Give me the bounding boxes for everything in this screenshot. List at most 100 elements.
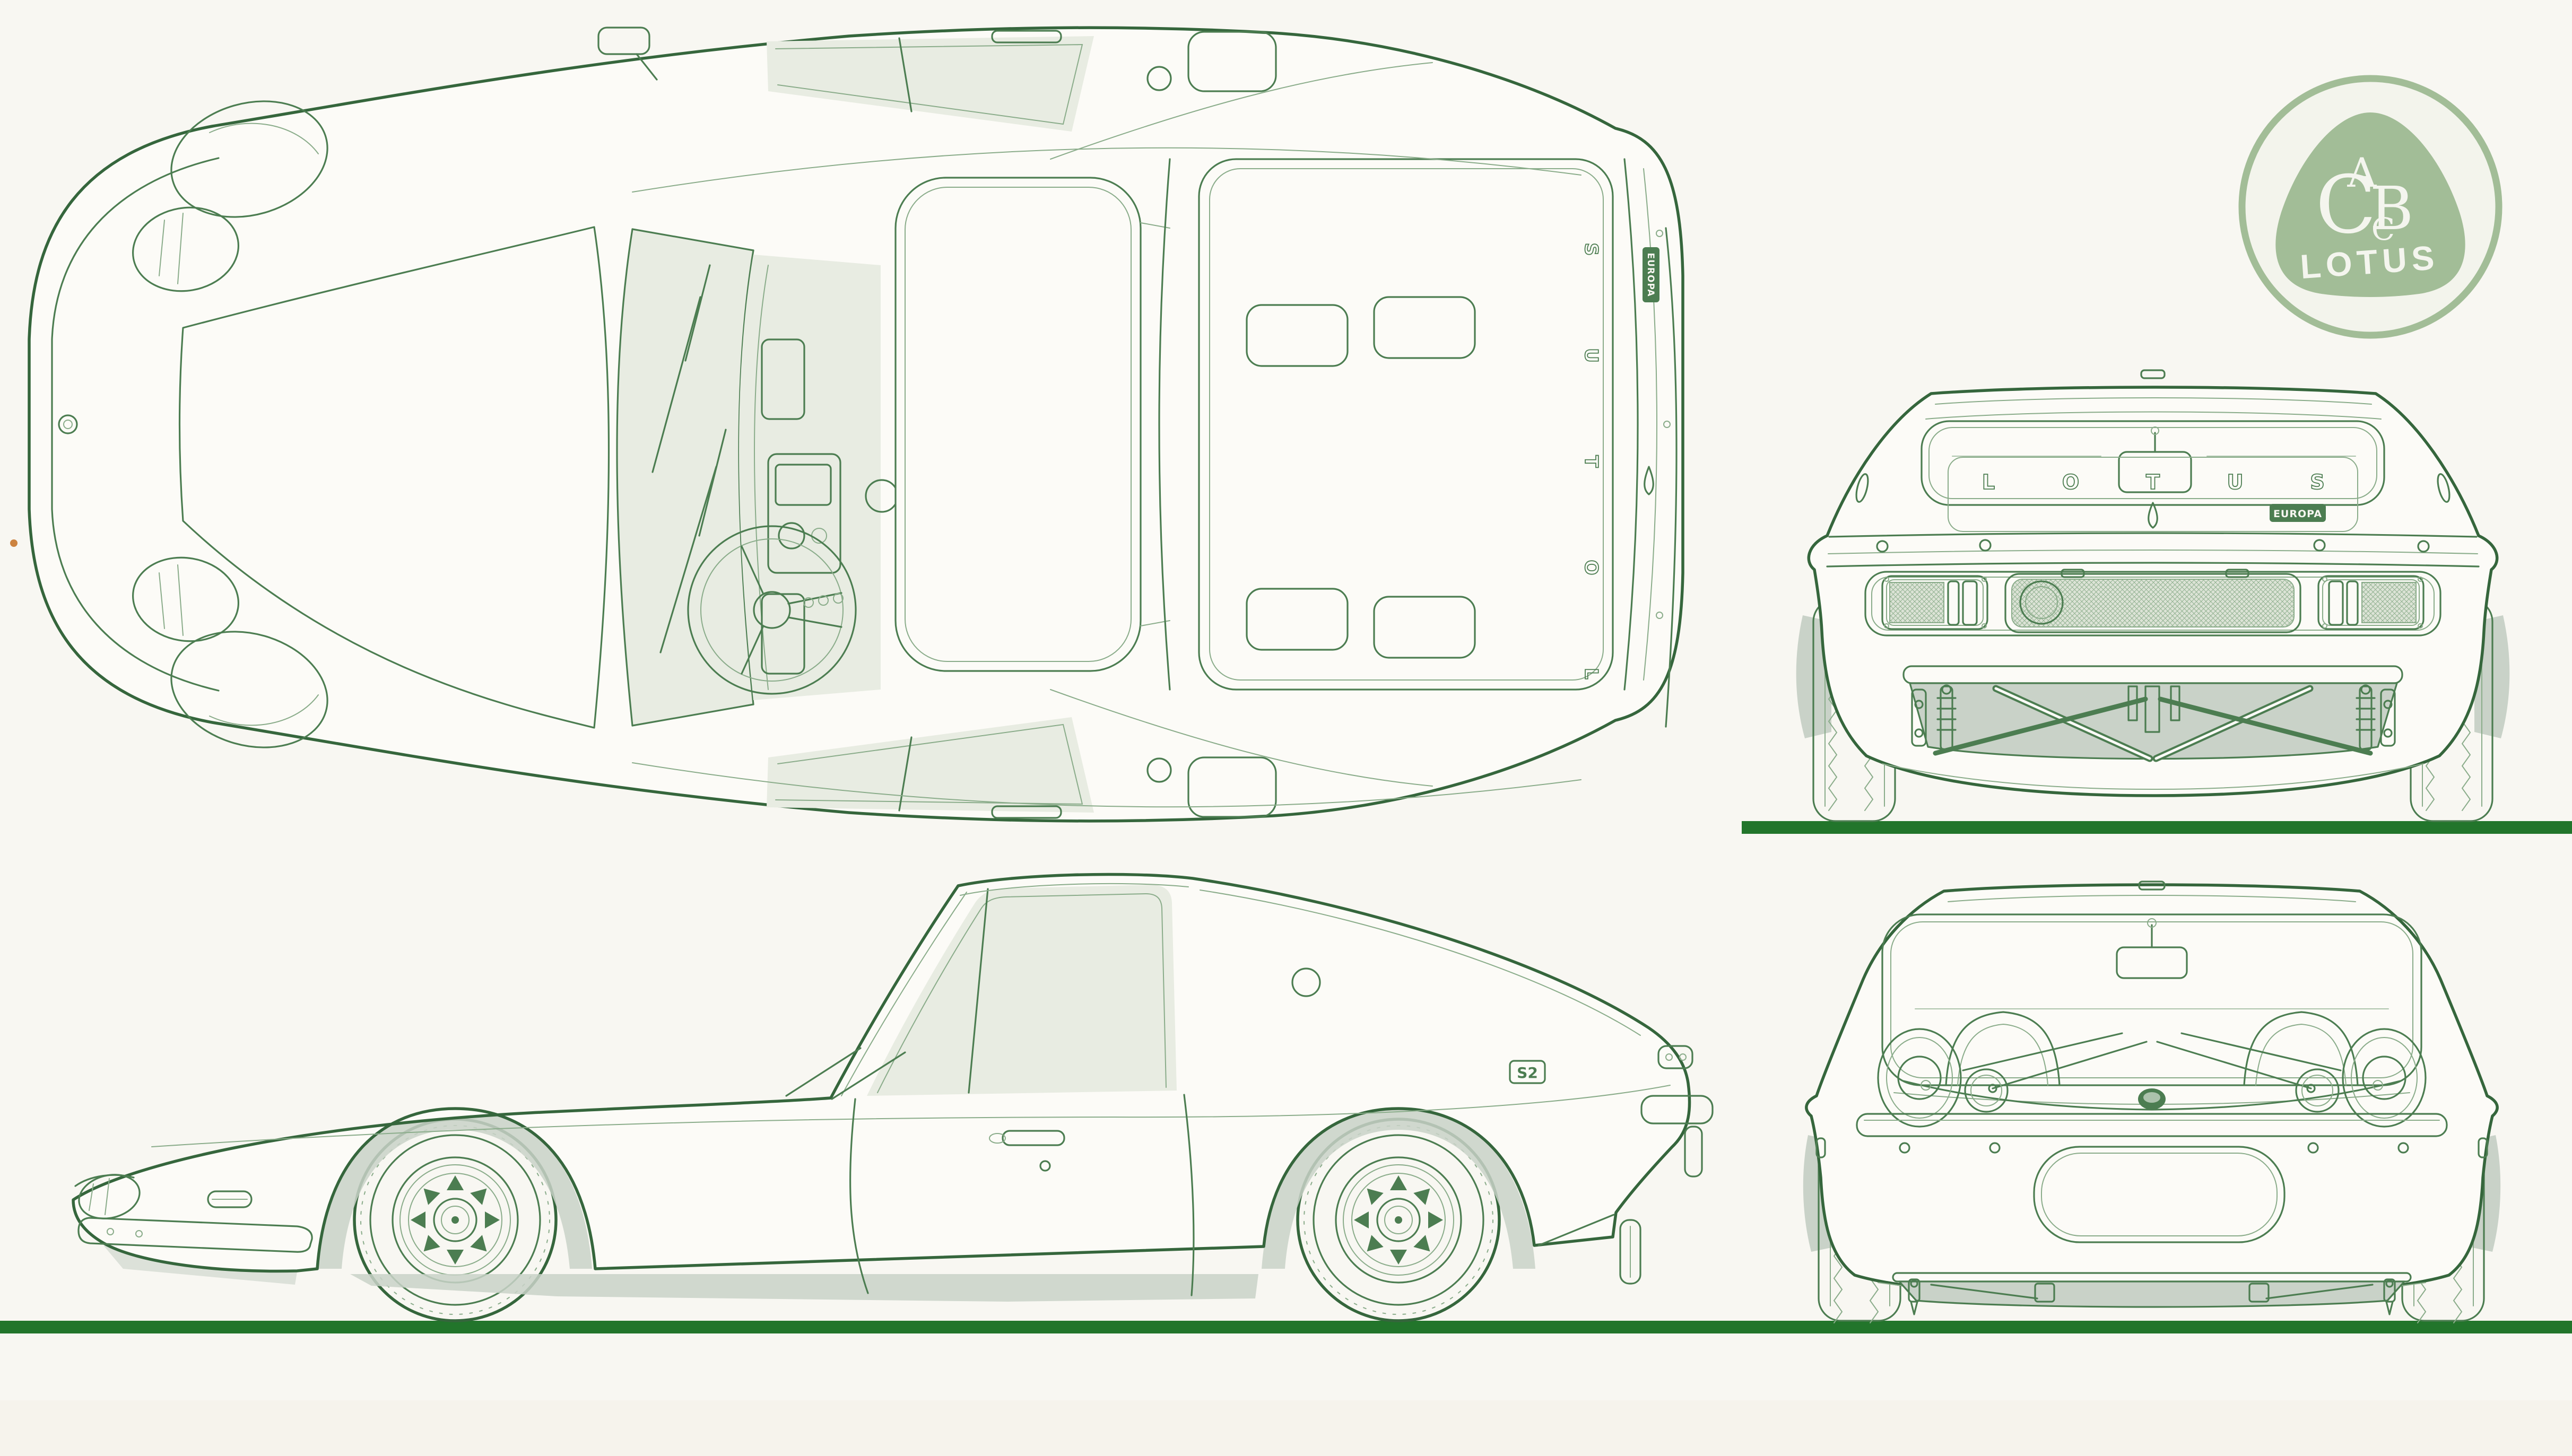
monogram-letter-b: B	[2370, 175, 2413, 243]
rear-right-pillar-slit	[2437, 473, 2451, 503]
top-lotus-letter-u: U	[1580, 348, 1602, 363]
ground-line-rear-view	[1742, 821, 2572, 834]
top-wipers	[651, 264, 727, 653]
rear-left-bracket	[1911, 688, 1927, 747]
side-s2-badge: S2	[1509, 1060, 1546, 1084]
top-console-knob	[778, 522, 805, 550]
top-door-handle-left	[991, 30, 1062, 43]
rear-teardrop-emblem	[2148, 502, 2158, 529]
top-roof-inner-line	[905, 187, 1132, 662]
monogram-letter-c2: C	[2371, 211, 2395, 247]
top-bulkhead-seam	[1158, 158, 1171, 691]
side-door-window	[867, 885, 1177, 1096]
monogram-letter-c1: C	[2316, 159, 2377, 251]
rear-roof-inner-line	[1935, 397, 2372, 405]
side-taillight	[1657, 1045, 1693, 1069]
roundel-triangle	[2275, 112, 2465, 297]
svg-text:EUROPA: EUROPA	[1645, 252, 1656, 297]
top-nose-badge-inner	[63, 420, 73, 429]
rear-suspension	[1902, 665, 2403, 762]
side-front-indicator	[207, 1190, 253, 1208]
lotus-roundel: C B A C LOTUS	[2238, 75, 2503, 339]
rear-europa-badge: EUROPA	[2270, 504, 2326, 522]
monogram-letter-a: A	[2347, 149, 2377, 196]
top-headlamp-scoops	[132, 100, 328, 748]
side-rear-arch-shade	[1262, 1109, 1535, 1269]
top-view: L O T U S EUROPA	[28, 26, 1684, 823]
front-right-headlamp	[2342, 1028, 2427, 1128]
rear-roof-blip	[2140, 369, 2166, 379]
front-wipers	[1962, 1032, 2342, 1093]
svg-text:U: U	[2227, 470, 2244, 494]
top-engine-cover-inner	[1209, 168, 1604, 681]
top-door-mirror	[597, 27, 658, 81]
front-grille	[2033, 1146, 2286, 1243]
top-center-console	[767, 453, 841, 574]
rear-shoulder-band	[1826, 532, 2480, 568]
side-rear-bumper	[1640, 1095, 1714, 1124]
top-teardrop-emblem	[1644, 466, 1654, 495]
top-radio	[775, 464, 832, 506]
front-suspension	[1892, 1272, 2412, 1315]
rear-center-grille	[2004, 569, 2301, 633]
side-front-arch-shade	[318, 1109, 592, 1269]
side-door-rear-cut	[1183, 1094, 1195, 1296]
top-nose-inner-line	[51, 157, 220, 692]
front-right-side-marker	[2478, 1137, 2488, 1158]
side-rocker-shade	[350, 1274, 1258, 1302]
top-lotus-letter-o: O	[1580, 560, 1602, 576]
side-sail-inner-line	[1200, 890, 1641, 1036]
top-windshield-glass	[617, 229, 753, 726]
side-a-pillar-inner	[841, 892, 967, 1096]
rear-right-taillight	[2317, 575, 2425, 630]
rear-left-taillight	[1881, 575, 1988, 630]
top-lotus-letter-l: L	[1580, 668, 1602, 679]
top-rear-panel: L O T U S EUROPA	[1580, 158, 1678, 728]
top-nose-badge	[58, 414, 78, 434]
front-windshield	[1881, 913, 2422, 1093]
svg-text:S: S	[2310, 470, 2324, 494]
top-quarter-scoop-left	[1187, 31, 1277, 92]
front-left-headlamp	[1877, 1028, 1962, 1128]
front-a-arms	[1930, 1284, 2374, 1300]
front-right-kingpin	[2383, 1278, 2396, 1315]
front-roof-blip	[2138, 880, 2166, 891]
top-a-pillars	[631, 228, 754, 727]
front-view	[1803, 880, 2501, 1323]
top-fuel-cap-right	[1146, 757, 1172, 783]
rear-window	[1921, 420, 2385, 506]
top-engine-vents	[1246, 296, 1476, 659]
rear-reversing-lamp	[2019, 580, 2064, 625]
rear-valance-inner-line	[1882, 763, 2424, 790]
rear-right-bracket	[2380, 688, 2396, 747]
side-roof-drip-rail	[960, 883, 1189, 896]
top-windshield-front-edge	[616, 228, 633, 727]
svg-text:EUROPA: EUROPA	[2273, 508, 2322, 520]
rear-gutter-line	[1925, 411, 2382, 420]
side-rear-overrider	[1684, 1126, 1703, 1178]
front-seats	[1945, 1011, 2359, 1086]
top-quarter-crease-right	[1050, 689, 1433, 787]
top-dashboard	[739, 255, 899, 700]
top-door-handle-right	[991, 805, 1062, 819]
svg-text:S2: S2	[1517, 1064, 1538, 1082]
front-lotus-badge	[2138, 1088, 2166, 1110]
side-headlamp	[74, 1174, 141, 1219]
svg-text:T: T	[2146, 470, 2160, 494]
top-door-window-left	[767, 36, 1094, 132]
front-left-side-marker	[1815, 1137, 1826, 1158]
top-shoulder-crease-right	[632, 762, 1582, 808]
rear-view: L O T U S EUROPA	[1796, 369, 2510, 822]
paper-spot	[10, 539, 18, 547]
top-defroster-vent-left	[761, 338, 805, 420]
paper-edge-strip	[0, 1400, 2572, 1456]
side-door-handle	[1002, 1130, 1065, 1146]
rear-lotus-letters: L O T U S	[1982, 470, 2325, 494]
top-lotus-letter-s: S	[1580, 243, 1602, 256]
front-roof-inner-line	[1948, 895, 2356, 902]
front-right-sidelamp	[2295, 1068, 2340, 1113]
side-exhaust-pipe	[1619, 1219, 1641, 1285]
top-defroster-vent-right	[761, 593, 805, 675]
rear-tail-recess	[1864, 569, 2441, 637]
